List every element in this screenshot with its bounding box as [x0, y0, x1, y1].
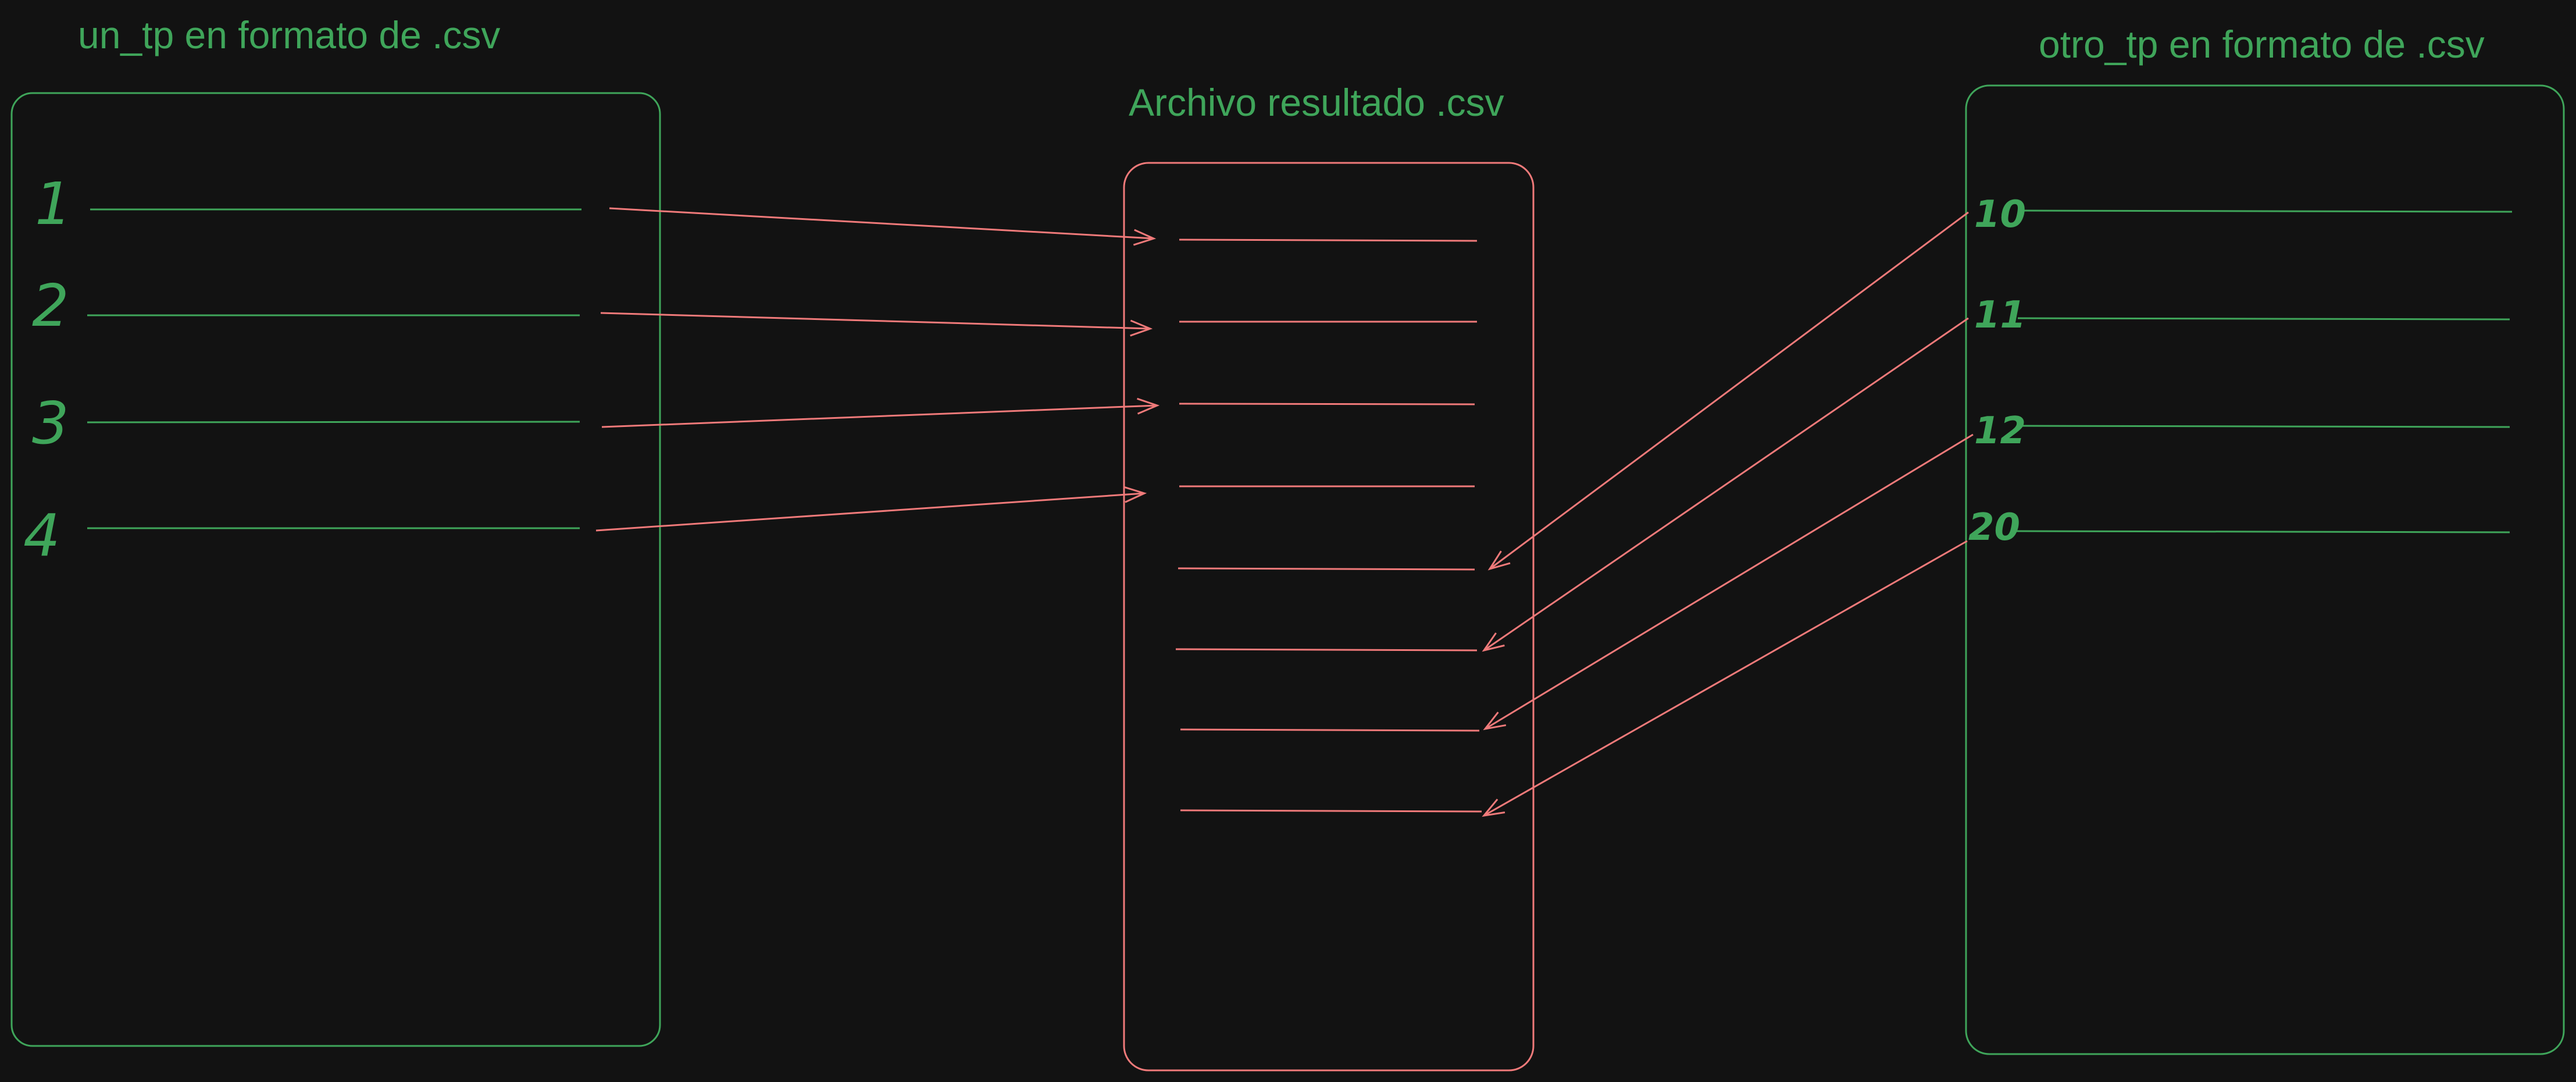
- left-box-title: un_tp en formato de .csv: [78, 13, 500, 56]
- arrow-right-row-2: [1484, 317, 1969, 650]
- right-row-4-line: [2014, 530, 2510, 533]
- left-row-2-number: 2: [32, 272, 69, 340]
- left-row-4-number: 4: [23, 501, 60, 570]
- right-row-2-number: 11: [1974, 294, 2026, 337]
- left-to-result-arrows: [595, 207, 1157, 532]
- arrow-left-row-2: [600, 312, 1150, 329]
- right-row-3-line: [2017, 425, 2510, 428]
- right-row-1-line: [2017, 209, 2513, 213]
- right-row-1-number: 10: [1974, 193, 2026, 236]
- arrow-left-row-1: [609, 207, 1154, 239]
- right-box-frame: [1965, 84, 2565, 1055]
- result-row-6-line: [1175, 648, 1478, 652]
- arrow-left-row-4: [595, 493, 1144, 532]
- arrow-left-row-3: [601, 405, 1157, 428]
- right-row-4-number: 20: [1968, 506, 2020, 549]
- arrow-right-row-4: [1484, 540, 1968, 816]
- right-row-2-line: [2017, 317, 2510, 321]
- right-box: 10 11 12 20: [1965, 84, 2565, 1055]
- result-row-8-line: [1180, 809, 1482, 813]
- result-row-1-line: [1179, 239, 1478, 242]
- center-box-frame: [1123, 162, 1535, 1072]
- arrow-right-row-3: [1485, 433, 1974, 729]
- result-row-7-line: [1180, 728, 1480, 732]
- center-box-title: Archivo resultado .csv: [1129, 81, 1504, 124]
- center-box: [1123, 162, 1535, 1072]
- right-to-result-arrows: [1484, 211, 1974, 816]
- left-box: 1 2 3 4: [10, 92, 661, 1047]
- left-row-1-number: 1: [35, 170, 72, 238]
- left-box-frame: [10, 92, 661, 1047]
- left-row-3-number: 3: [32, 389, 69, 457]
- right-row-3-number: 12: [1974, 410, 2026, 453]
- result-row-5-line: [1178, 567, 1475, 571]
- arrow-right-row-1: [1490, 211, 1969, 569]
- right-box-title: otro_tp en formato de .csv: [2039, 23, 2485, 66]
